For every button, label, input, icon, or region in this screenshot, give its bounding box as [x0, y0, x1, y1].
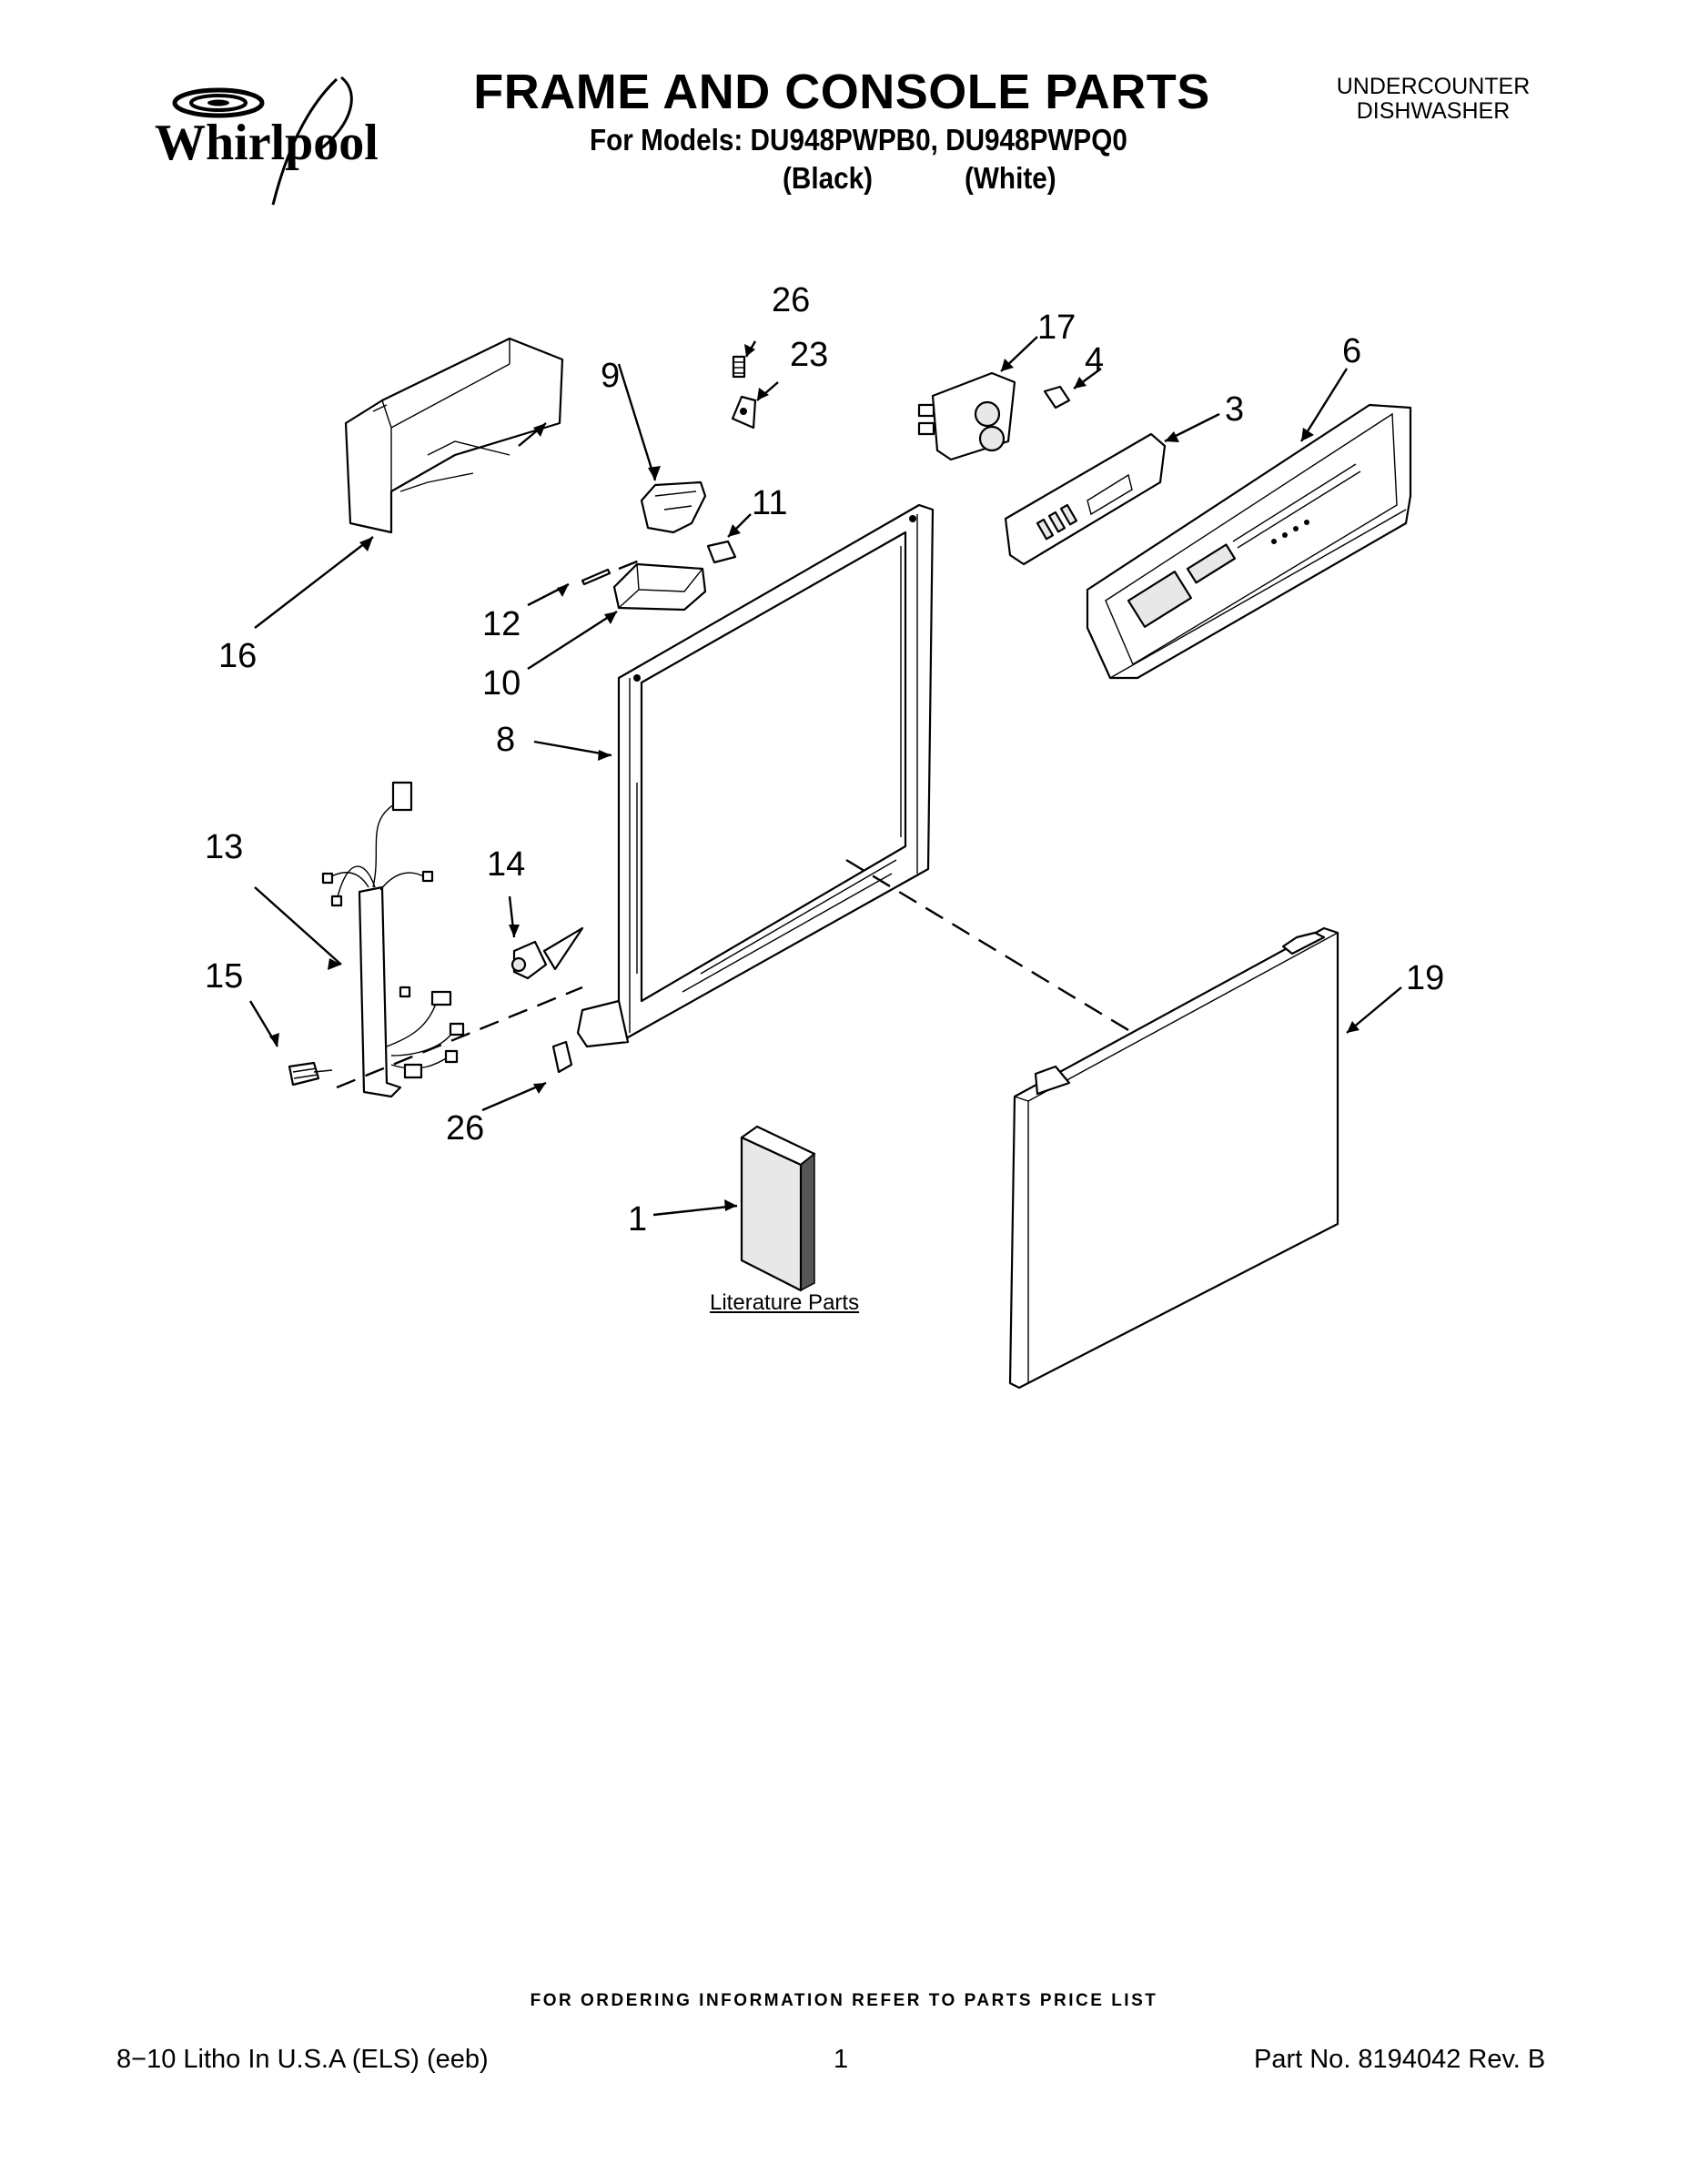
color-white-label: (White) [965, 161, 1056, 195]
part-26-clip [551, 1040, 573, 1074]
page-number: 1 [834, 2045, 849, 2074]
callout-4: 4 [1085, 341, 1104, 379]
callout-3: 3 [1225, 390, 1244, 429]
part-11-switch [706, 540, 737, 564]
callout-23: 23 [790, 336, 828, 374]
callout-16: 16 [218, 637, 257, 675]
litho-info: 8−10 Litho In U.S.A (ELS) (eeb) [116, 2045, 489, 2074]
part-23-clip [731, 395, 757, 430]
callout-8: 8 [496, 721, 515, 759]
part-14-sensor [510, 926, 584, 980]
callout-17: 17 [1037, 308, 1076, 347]
part-3-control-panel [1004, 432, 1167, 566]
part-15-screw [288, 1061, 333, 1087]
part-12-pin [581, 568, 612, 586]
callout-11: 11 [752, 484, 787, 522]
callout-14: 14 [487, 845, 525, 884]
part-13-wire-harness [321, 781, 465, 1098]
part-4-clip [1043, 385, 1071, 410]
part-8-door-frame [576, 503, 935, 1048]
product-line-2: DISHWASHER [1356, 98, 1511, 124]
callout-9: 9 [601, 357, 620, 395]
part-6-console [1086, 403, 1412, 680]
part-22-spring [732, 355, 746, 379]
brand-wordmark: Whirlpool [155, 115, 379, 171]
page-title: FRAME AND CONSOLE PARTS [473, 65, 1210, 119]
callout-22: 26 [772, 281, 810, 319]
callout-26: 26 [446, 1109, 484, 1148]
color-black-label: (Black) [783, 161, 874, 195]
part-19-door-panel [1008, 926, 1339, 1390]
callout-19: 19 [1406, 959, 1444, 997]
product-type: UNDERCOUNTER DISHWASHER [1283, 75, 1583, 124]
callout-10: 10 [482, 664, 521, 703]
literature-parts-label: Literature Parts [710, 1290, 860, 1315]
part-9-latch [640, 480, 707, 534]
callout-12: 12 [482, 605, 521, 643]
callout-15: 15 [205, 957, 243, 996]
arrowheads [269, 344, 1359, 1211]
models-line: For Models: DU948PWPB0, DU948PWPQ0 [590, 123, 1127, 157]
whirlpool-logo: Whirlpool [155, 76, 379, 206]
part-number: Part No. 8194042 Rev. B [1254, 2045, 1546, 2074]
callout-6: 6 [1342, 332, 1361, 370]
product-line-1: UNDERCOUNTER [1336, 74, 1531, 99]
part-1-literature [740, 1125, 816, 1292]
part-17-control [917, 371, 1016, 461]
callout-1: 1 [628, 1200, 647, 1239]
ordering-notice: FOR ORDERING INFORMATION REFER TO PARTS … [530, 1991, 1158, 2010]
part-10-bracket [612, 562, 707, 612]
part-16-vent-cover [344, 337, 564, 534]
callout-13: 13 [205, 828, 243, 866]
